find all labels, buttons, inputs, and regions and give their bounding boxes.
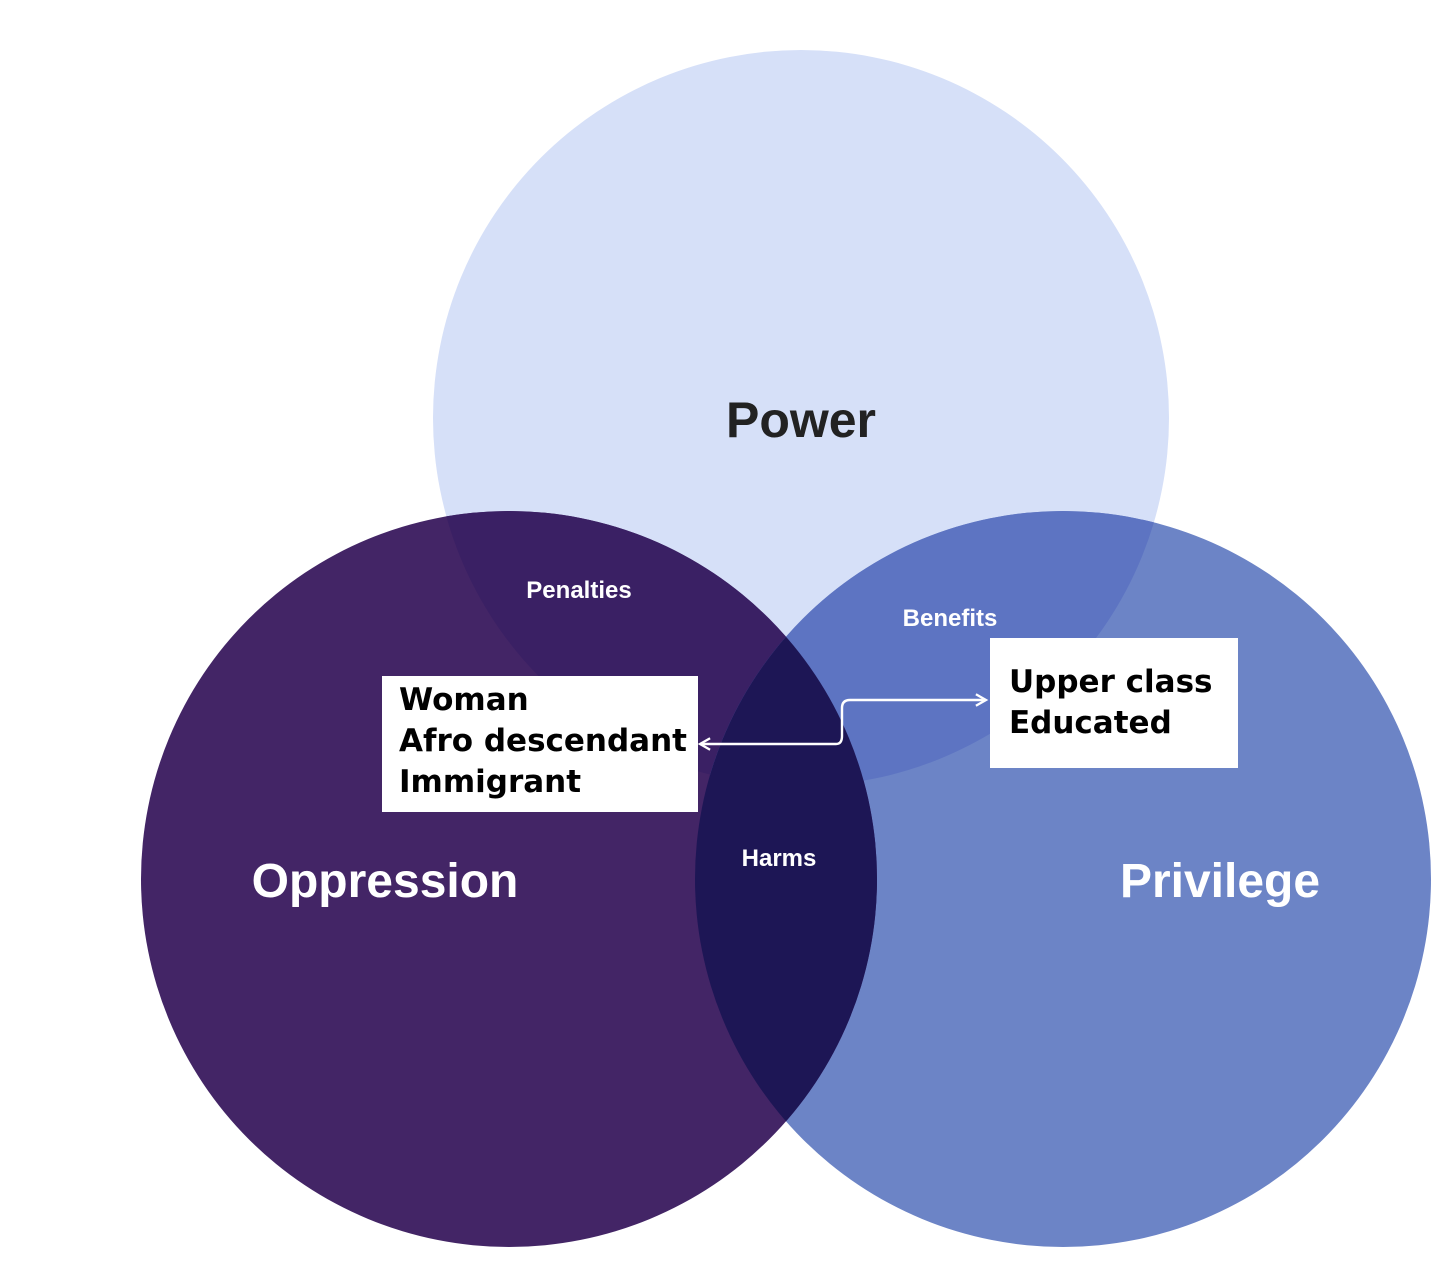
attribute-woman: Woman [399, 682, 529, 718]
double-arrow-connector [697, 693, 989, 751]
oppression-label: Oppression [252, 855, 519, 908]
power-label: Power [726, 392, 876, 448]
harms-label: Harms [742, 845, 817, 872]
attribute-afro-descendant: Afro descendant [399, 723, 687, 759]
attribute-immigrant: Immigrant [399, 764, 582, 800]
attribute-educated: Educated [1009, 705, 1172, 741]
attribute-upper-class: Upper class [1009, 664, 1213, 700]
privilege-label: Privilege [1120, 855, 1320, 908]
oppression-attributes-box: Woman Afro descendant Immigrant [382, 676, 698, 812]
penalties-label: Penalties [526, 577, 631, 604]
privilege-attributes-box: Upper class Educated [990, 638, 1238, 768]
benefits-label: Benefits [903, 605, 998, 632]
